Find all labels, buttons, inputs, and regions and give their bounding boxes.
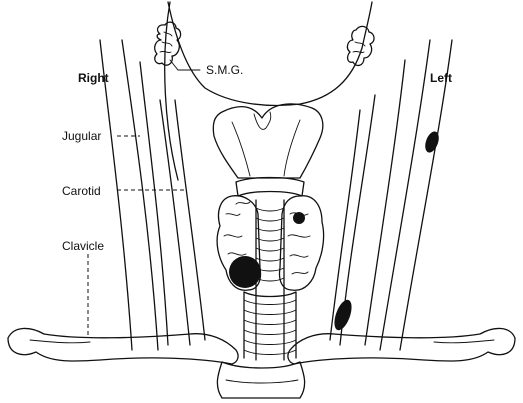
right-neck-band-2: [122, 40, 158, 350]
nodule-thyroid-left: [293, 212, 305, 224]
sternum-detail: [226, 380, 298, 383]
sternum: [217, 362, 304, 398]
right-carotid-artery: [175, 100, 205, 340]
thyroid-notch: [254, 112, 271, 129]
thyroid-lobe-left: [280, 196, 324, 290]
cricoid-cartilage: [236, 178, 304, 197]
right-clavicle: [8, 328, 238, 364]
nodule-thyroid-right: [229, 256, 261, 288]
submandibular-gland-left: [347, 26, 374, 65]
mandible-outline: [168, 2, 372, 105]
right-neck-band-1: [100, 40, 132, 350]
left-clavicle-detail: [434, 340, 494, 343]
nodule-left-upper: [423, 130, 442, 155]
label-jugular: Jugular: [62, 129, 101, 143]
left-clavicle: [288, 328, 515, 364]
label-clavicle: Clavicle: [62, 239, 104, 253]
label-smg: S.M.G.: [206, 63, 243, 77]
right-clavicle-detail: [30, 340, 90, 343]
left-neck-band-1: [400, 40, 452, 350]
left-neck-band-3: [365, 60, 405, 345]
label-carotid: Carotid: [62, 184, 101, 198]
smg-leader: [170, 60, 200, 70]
label-right: Right: [78, 71, 109, 85]
label-left: Left: [430, 71, 452, 85]
right-jugular-vein: [160, 100, 190, 345]
thyroid-cartilage: [213, 104, 323, 178]
